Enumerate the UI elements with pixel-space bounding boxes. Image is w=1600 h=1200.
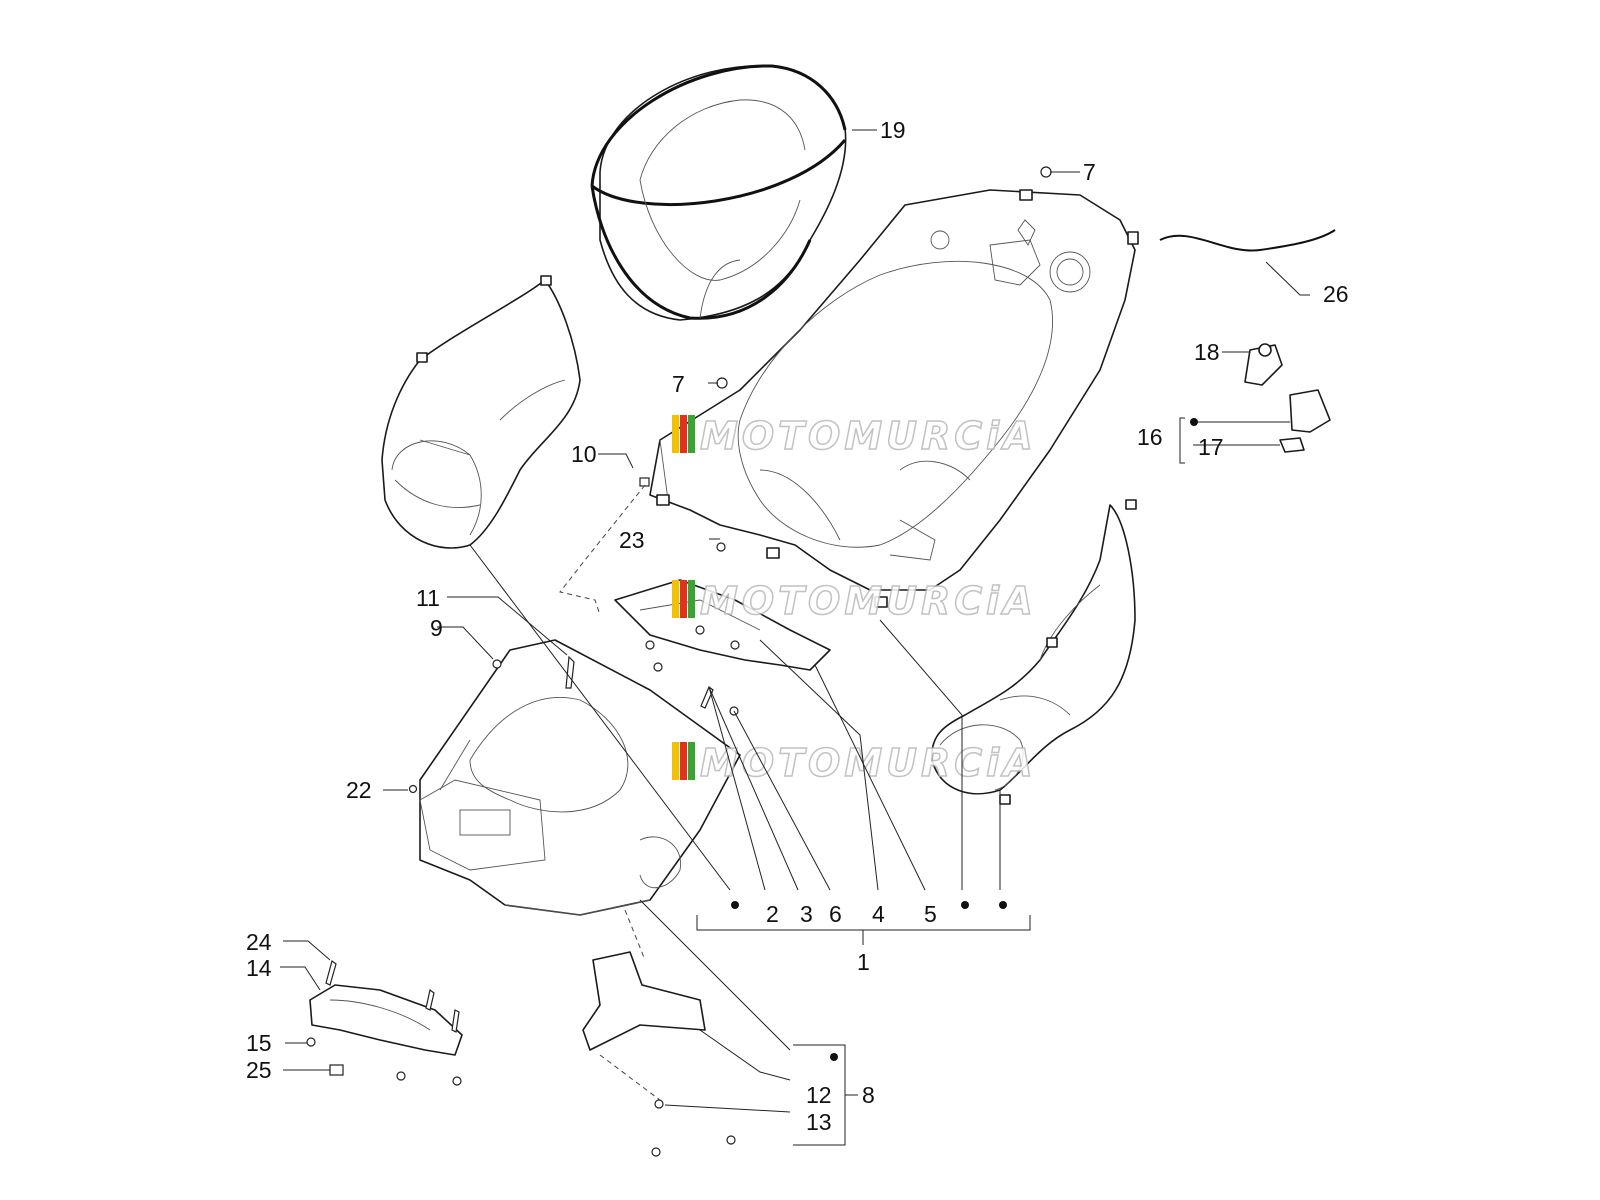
part-18-socket (1244, 343, 1283, 386)
callout-11: 11 (416, 585, 440, 611)
part-right-side-cover (931, 499, 1137, 805)
callout-17: 17 (1198, 434, 1224, 460)
watermark-text: MOTOMURCiA (700, 741, 1037, 785)
watermark-2: MOTOMURCiA (672, 578, 1037, 624)
callout-5: 5 (924, 901, 937, 927)
callout-16: 16 (1137, 424, 1163, 450)
callout-2: 2 (766, 901, 779, 927)
part-14-small-cover (309, 984, 463, 1056)
callout-25: 25 (246, 1057, 272, 1083)
callout-13: 13 (806, 1109, 832, 1135)
watermark-text: MOTOMURCiA (700, 414, 1037, 458)
callout-15: 15 (246, 1030, 272, 1056)
callout-labels: 19 7 26 18 16 17 7 10 23 11 9 22 2 3 6 4… (246, 117, 1349, 1135)
callout-7: 7 (1083, 159, 1096, 185)
part-26-wire (1159, 229, 1336, 252)
callout-18: 18 (1194, 339, 1220, 365)
watermark-3: MOTOMURCiA (672, 740, 1037, 786)
callout-6: 6 (829, 901, 842, 927)
callout-14: 14 (246, 955, 272, 981)
callout-22: 22 (346, 777, 372, 803)
connection-dots (731, 418, 1198, 1061)
leader-lines (280, 129, 1310, 1146)
callout-3: 3 (800, 901, 813, 927)
part-lower-front-cover (419, 639, 741, 916)
callout-4: 4 (872, 901, 885, 927)
callout-1: 1 (857, 949, 870, 975)
part-left-side-cover (381, 275, 581, 549)
part-middle-bracket (614, 579, 831, 671)
callout-8: 8 (862, 1082, 875, 1108)
callout-26: 26 (1323, 281, 1349, 307)
part-12-plate (582, 951, 706, 1051)
assembly-lines (559, 484, 661, 1101)
part-17-bulb (1279, 437, 1305, 453)
callout-9: 9 (430, 615, 443, 641)
callout-19: 19 (880, 117, 906, 143)
callout-7-left: 7 (672, 371, 685, 397)
part-16-cap (1289, 389, 1331, 433)
watermark-1: MOTOMURCiA (672, 413, 1037, 459)
callout-23: 23 (619, 527, 645, 553)
callout-12: 12 (806, 1082, 832, 1108)
callout-10: 10 (571, 441, 597, 467)
part-19-helmet-liner (590, 64, 847, 321)
watermark-text: MOTOMURCiA (700, 579, 1037, 623)
callout-24: 24 (246, 929, 272, 955)
